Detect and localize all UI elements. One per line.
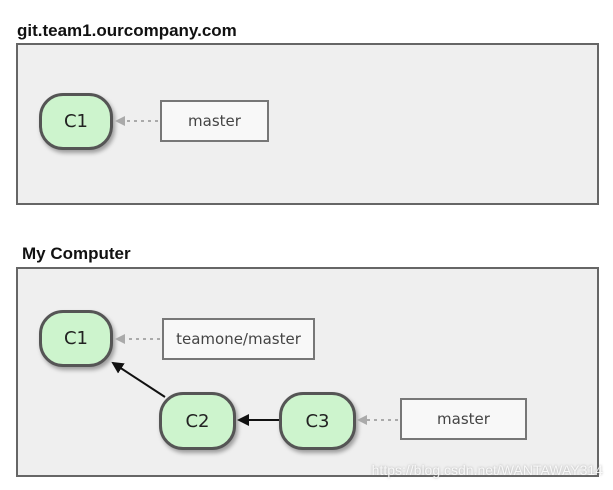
- remote-repo-title: git.team1.ourcompany.com: [17, 21, 237, 40]
- local-commit-c1: C1: [39, 310, 113, 367]
- local-teamone-master-ref: teamone/master: [162, 318, 315, 360]
- c2-to-c1-parent-arrow: [111, 361, 166, 398]
- local-master-ref: master: [400, 398, 527, 440]
- watermark: https://blog.csdn.net/WANTAWAY314: [371, 462, 603, 478]
- remote-master-ref: master: [160, 100, 269, 142]
- remote-repo-panel: [16, 43, 599, 205]
- remote-commit-c1: C1: [39, 93, 113, 150]
- local-repo-title: My Computer: [22, 244, 131, 263]
- local-commit-c2: C2: [159, 392, 236, 450]
- local-commit-c3: C3: [279, 392, 356, 450]
